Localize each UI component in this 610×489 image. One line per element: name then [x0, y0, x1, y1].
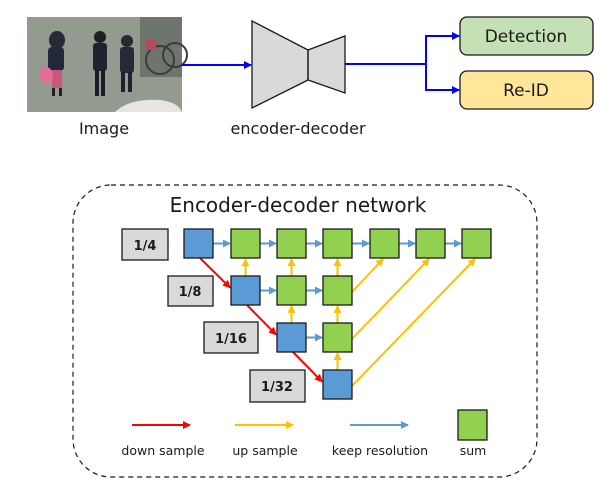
network-panel [72, 184, 538, 478]
skip-up-arrow-r1-to-c4 [351, 258, 384, 293]
input-image [27, 17, 188, 112]
legend-sum-square [457, 409, 488, 441]
feature-node-r1-c1 [230, 275, 261, 306]
network-nodes [183, 228, 492, 400]
scale-box-1-16 [203, 321, 259, 354]
legend-keep-resolution-label: keep resolution [332, 443, 428, 458]
scale-box-1-4 [121, 228, 169, 261]
sum-node-r1-c3 [322, 275, 353, 306]
detection-box [459, 16, 594, 56]
legend-up-sample-label: up sample [232, 443, 298, 458]
scale-labels: 1/4 1/8 1/16 1/32 [121, 228, 306, 403]
skip-up-arrow-r2-to-c5 [351, 258, 430, 340]
scale-label-1-4: 1/4 [134, 239, 157, 254]
down-arrow-r2 [292, 351, 323, 383]
skip-up-arrow-r3-to-c6 [351, 258, 476, 387]
down-arrow-r0 [199, 257, 231, 289]
legend-down-sample-label: down sample [121, 443, 204, 458]
legend: down sample up sample keep resolution su… [121, 409, 488, 458]
output-branch [345, 32, 460, 94]
feature-node-r0-c0 [183, 228, 214, 259]
sum-node-r2-c3 [322, 322, 353, 353]
sum-node-r0-c4 [369, 228, 400, 259]
feature-node-r3-c3 [322, 369, 353, 400]
scale-label-1-16: 1/16 [215, 332, 247, 347]
feature-node-r2-c2 [276, 322, 307, 353]
image-label: Image [79, 119, 129, 138]
scale-box-1-8 [167, 275, 214, 307]
scale-box-1-32 [249, 369, 306, 403]
sum-node-r0-c3 [322, 228, 353, 259]
sum-node-r0-c2 [276, 228, 307, 259]
reid-box [459, 70, 594, 110]
scale-label-1-32: 1/32 [261, 380, 293, 395]
detection-label: Detection [485, 27, 568, 47]
network-arrows [199, 239, 476, 387]
network-title: Encoder-decoder network [170, 193, 427, 217]
encoder-decoder-shape [251, 19, 346, 110]
legend-sum-label: sum [460, 443, 487, 458]
down-arrow-r1 [246, 304, 277, 336]
sum-node-r1-c2 [276, 275, 307, 306]
scale-label-1-8: 1/8 [179, 285, 202, 300]
sum-node-r0-c1 [230, 228, 261, 259]
sum-node-r0-c6 [461, 228, 492, 259]
reid-label: Re-ID [503, 81, 549, 101]
sum-node-r0-c5 [415, 228, 446, 259]
encoder-decoder-label: encoder-decoder [230, 119, 365, 138]
